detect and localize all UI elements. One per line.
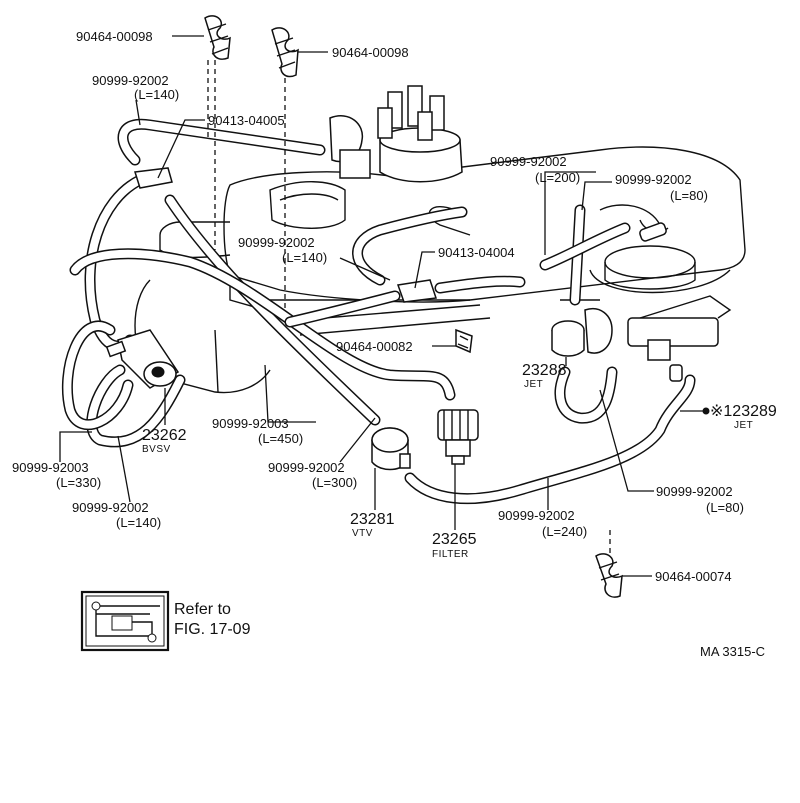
diagram-code: MA 3315-C (700, 644, 765, 659)
label-hose-center: 90999-92002 (238, 235, 315, 250)
label-jet-23288-name: JET (524, 379, 543, 390)
clamp-top-right-part (271, 27, 299, 78)
label-hose-right-bottom: 90999-92002 (656, 484, 733, 499)
label-clamp-mid: 90464-00082 (336, 339, 413, 354)
bvsv-part (105, 329, 180, 389)
label-jet-123289-no: ※123289 (710, 403, 777, 420)
label-hose-left-bottom2-len: (L=140) (116, 515, 161, 530)
label-hose-top-left-len: (L=140) (134, 87, 179, 102)
label-hose-mid-long-len: (L=450) (258, 431, 303, 446)
label-hose-bottom: 90999-92002 (498, 508, 575, 523)
label-hose-right-top-len: (L=80) (670, 188, 708, 203)
label-vtv-name: VTV (352, 528, 373, 539)
reference-figure-link[interactable]: Refer to FIG. 17-09 (80, 590, 251, 652)
joint-upper-part (134, 167, 173, 189)
clamp-top-left-part (204, 15, 231, 60)
vtv-part (371, 427, 411, 471)
label-clamp-top-left: 90464-00098 (76, 29, 153, 44)
label-hose-center-right-len: (L=200) (535, 170, 580, 185)
clamp-mid-part (455, 328, 473, 354)
label-hose-top-left: 90999-92002 (92, 73, 169, 88)
label-jet-123289-name: JET (734, 420, 753, 431)
label-hose-vtv-len: (L=300) (312, 475, 357, 490)
label-hose-left-bottom: 90999-92003 (12, 460, 89, 475)
hose-network (61, 118, 696, 505)
label-hose-left-bottom-len: (L=330) (56, 475, 101, 490)
joint-lower-part (396, 279, 438, 303)
label-hose-vtv: 90999-92002 (268, 460, 345, 475)
label-joint-lower: 90413-04004 (438, 245, 515, 260)
label-bvsv-name: BVSV (142, 444, 171, 455)
leader-lines (59, 35, 703, 577)
label-hose-center-len: (L=140) (282, 250, 327, 265)
label-hose-right-top: 90999-92002 (615, 172, 692, 187)
label-clamp-bottom: 90464-00074 (655, 569, 732, 584)
part-labels: 90464-00098 90464-00098 90999-92002 (L=1… (12, 29, 777, 659)
jet-23288-part (551, 320, 585, 357)
clamp-bottom-part (595, 553, 623, 598)
label-hose-mid-long: 90999-92003 (212, 416, 289, 431)
label-hose-right-bottom-len: (L=80) (706, 500, 744, 515)
label-filter-name: FILTER (432, 549, 469, 560)
label-jet-23288-no: 23288 (522, 362, 567, 379)
label-filter-no: 23265 (432, 531, 477, 548)
engine-outline (134, 85, 746, 394)
label-hose-left-bottom2: 90999-92002 (72, 500, 149, 515)
label-bvsv-no: 23262 (142, 427, 187, 444)
label-vtv-no: 23281 (350, 511, 395, 528)
jet-123289-part (702, 407, 710, 415)
filter-part (437, 409, 479, 465)
label-hose-bottom-len: (L=240) (542, 524, 587, 539)
label-joint-upper: 90413-04005 (208, 113, 285, 128)
parts (105, 15, 710, 598)
refer-line-2[interactable]: FIG. 17-09 (174, 621, 251, 638)
refer-line-1: Refer to (174, 601, 231, 618)
label-hose-center-right: 90999-92002 (490, 154, 567, 169)
label-clamp-top-right: 90464-00098 (332, 45, 409, 60)
